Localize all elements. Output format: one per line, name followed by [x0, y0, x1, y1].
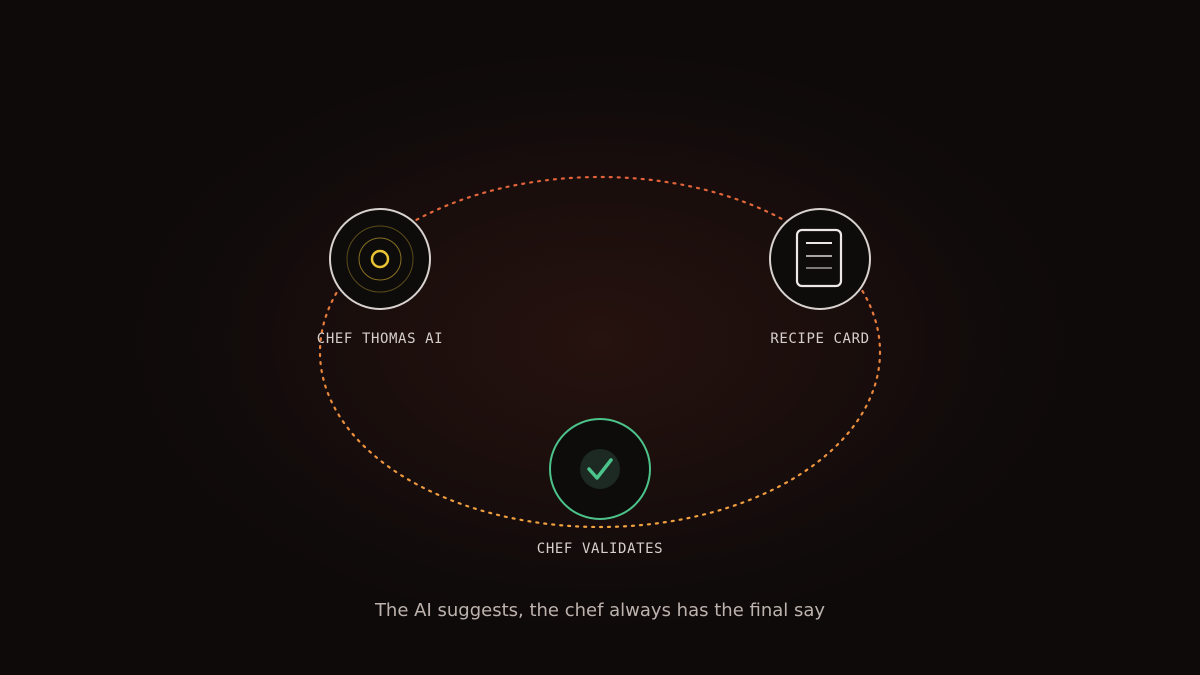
document-icon — [795, 228, 843, 288]
node-label-recipe-card: RECIPE CARD — [770, 331, 870, 347]
node-chef-thomas-ai — [329, 208, 431, 310]
node-label-chef-validates: CHEF VALIDATES — [536, 541, 664, 557]
node-recipe-card — [769, 208, 871, 310]
checkmark-icon — [580, 449, 620, 489]
diagram-caption: The AI suggests, the chef always has the… — [374, 600, 826, 621]
node-chef-validates — [549, 418, 651, 520]
cycle-path — [318, 175, 882, 529]
node-label-chef-thomas-ai: CHEF THOMAS AI — [316, 331, 444, 347]
ai-target-icon — [346, 225, 414, 293]
